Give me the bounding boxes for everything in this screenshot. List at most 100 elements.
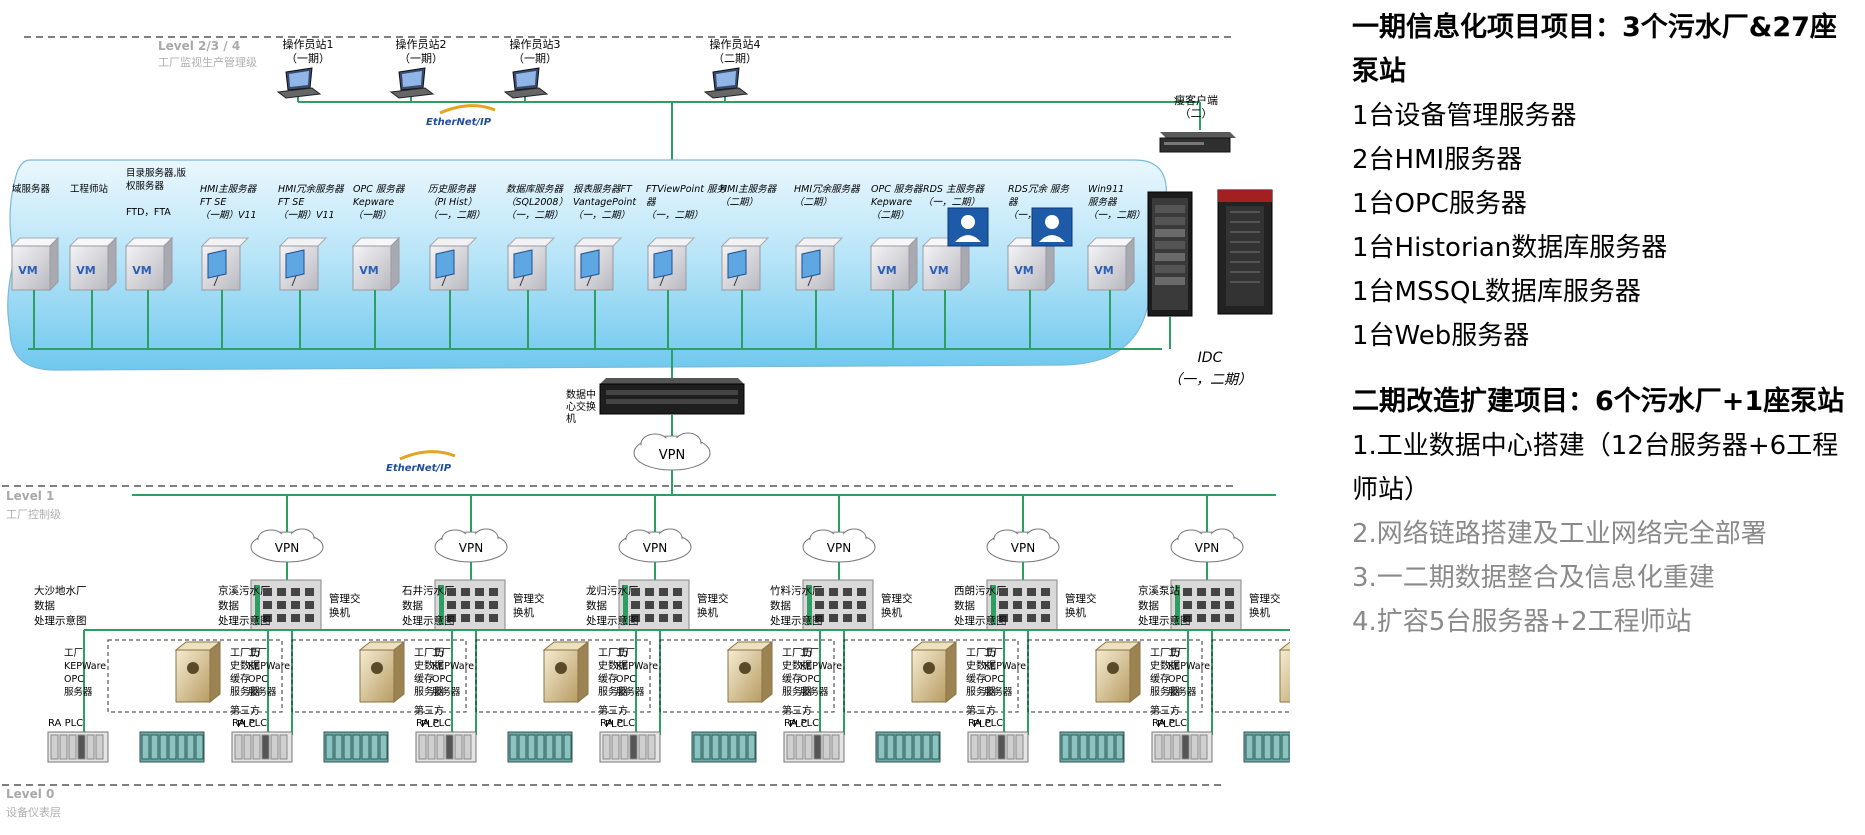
server-dashed-box [1027,639,1203,713]
server-node: HMI冗余服务器（二期） [794,183,861,349]
switch-label: 换机 [513,606,534,619]
kepware-label: OPC [616,674,636,685]
vm-cube-icon: VM [351,236,401,292]
server-label-line: 服务器 [1088,197,1118,208]
server-label-line: 器 [1008,197,1019,208]
third-party-plc-label: PLC [421,719,440,730]
level-1-subtitle: 工厂控制级 [6,507,61,521]
server-tower-icon [358,640,406,704]
level-separators [2,36,1235,786]
server-label-line: （SQL2008） [506,196,568,208]
server-tower-icon [910,640,958,704]
server-tower-icon [726,640,774,704]
vpn-label: VPN [827,541,851,555]
ra-plc-icon [599,731,661,763]
ra-plc-icon [1151,731,1213,763]
plant-name-line: 数据 [954,599,975,612]
ra-plc-icon [47,731,109,763]
third-party-plc-icon [1243,731,1290,763]
server-label-line: FTD，FTA [126,207,171,218]
server-label-line: OPC 服务器 [871,184,924,195]
kepware-label: OPC [248,674,268,685]
thin-client: 瘦客户端 （二） [1159,93,1236,153]
plant-name-line: 处理示意图 [586,614,639,627]
phase1-title: 一期信息化项目项目：3个污水厂&27座泵站 [1352,12,1837,87]
kepware-label: 工厂 [64,648,83,659]
operator-station-4: 操作员站4 （二期） [703,37,761,99]
phase1-item: 1台Historian数据库服务器 [1352,233,1668,263]
vpn-label: VPN [643,541,667,555]
third-party-plc-label: 第三方 [598,704,628,717]
ethernet-ip-logo-top: EtherNet/IP [426,104,496,128]
laptop-icon [276,67,322,99]
historian-label: 服务器 [598,685,628,698]
operator-station-name: 操作员站2 [396,37,447,51]
plant-name-line: 京溪泵站 [1138,584,1180,597]
vm-label: VM [929,264,948,277]
network-architecture-diagram: Level 2/3 / 4 工厂监视生产管理级 Level 1 工厂控制级 Le… [2,36,1290,819]
kepware-label: OPC [800,674,820,685]
plant-name-line: 处理示意图 [954,614,1007,627]
server-label-line: 历史服务器 [428,184,477,195]
managed-switch-icon [1170,579,1242,631]
kepware-label: KEPWare [1168,661,1210,672]
kepware-label: 服务器 [800,686,829,698]
managed-switch-icon [802,579,874,631]
historian-label: 服务器 [230,685,260,698]
operator-station-phase: （一期） [286,52,330,65]
idc-rack-secondary [1217,189,1273,315]
server-dashed-box [659,639,835,713]
historian-label: 史数据 [230,659,260,672]
kepware-label: 工厂 [984,648,1003,659]
server-label-line: HMI冗余服务器 [278,183,345,195]
vm-cube-icon: VM [10,236,60,292]
laptop-icon [703,67,749,99]
level-234-title: Level 2/3 / 4 [158,39,240,53]
ra-plc-label: RA PLC [416,718,451,729]
third-party-plc-icon [139,731,205,763]
plant-name-line: 处理示意图 [770,614,823,627]
plant-name-line: 数据 [34,599,55,612]
plant-name-line: 大沙地水厂 [34,584,87,597]
vm-server-icon [200,237,250,291]
vm-server-icon [428,237,478,291]
historian-label: 工厂历 [598,647,628,659]
server-node: RDS 主服务器（一，二期）VM [921,184,989,349]
plant-name-line: 数据 [218,599,239,612]
server-label-line: （一，二期） [1088,209,1145,221]
switch-label: 换机 [1249,606,1271,619]
historian-label: 服务器 [782,685,812,698]
historian-label: 史数据 [598,659,628,672]
ra-plc-icon [967,731,1029,763]
ra-plc-label: RA PLC [1152,718,1187,729]
ethernet-ip-label: EtherNet/IP [426,117,492,128]
historian-label: 缓存 [782,672,802,685]
kepware-label: 工厂 [616,648,635,659]
operator-station-name: 操作员站3 [510,37,561,51]
kepware-label: OPC [64,674,84,685]
third-party-plc-icon [323,731,389,763]
server-label-line: HMI主服务器 [200,184,258,195]
server-node: HMI主服务器（二期） [720,184,778,349]
plant-name-line: 数据 [770,599,791,612]
kepware-label: KEPWare [432,661,474,672]
third-party-plc-label: 第三方 [1150,704,1180,717]
historian-label: 工厂历 [782,647,812,659]
idc-rack-primary [1147,191,1193,349]
dc-switch-label: 机 [566,412,576,425]
server-label-line: （二期） [794,196,832,208]
server-label-line: （二期） [720,196,758,208]
server-label-line: （二期） [871,209,909,221]
vm-cube-icon: VM [68,236,118,292]
thin-client-phase: （二） [1180,107,1213,120]
phase2-title: 二期改造扩建项目：6个污水厂+1座泵站 [1352,386,1845,417]
vm-server-icon [506,237,556,291]
operator-station-name: 操作员站4 [710,37,761,51]
data-center-switch: 数据中 心交换 机 [566,378,745,438]
historian-label: 史数据 [414,659,444,672]
